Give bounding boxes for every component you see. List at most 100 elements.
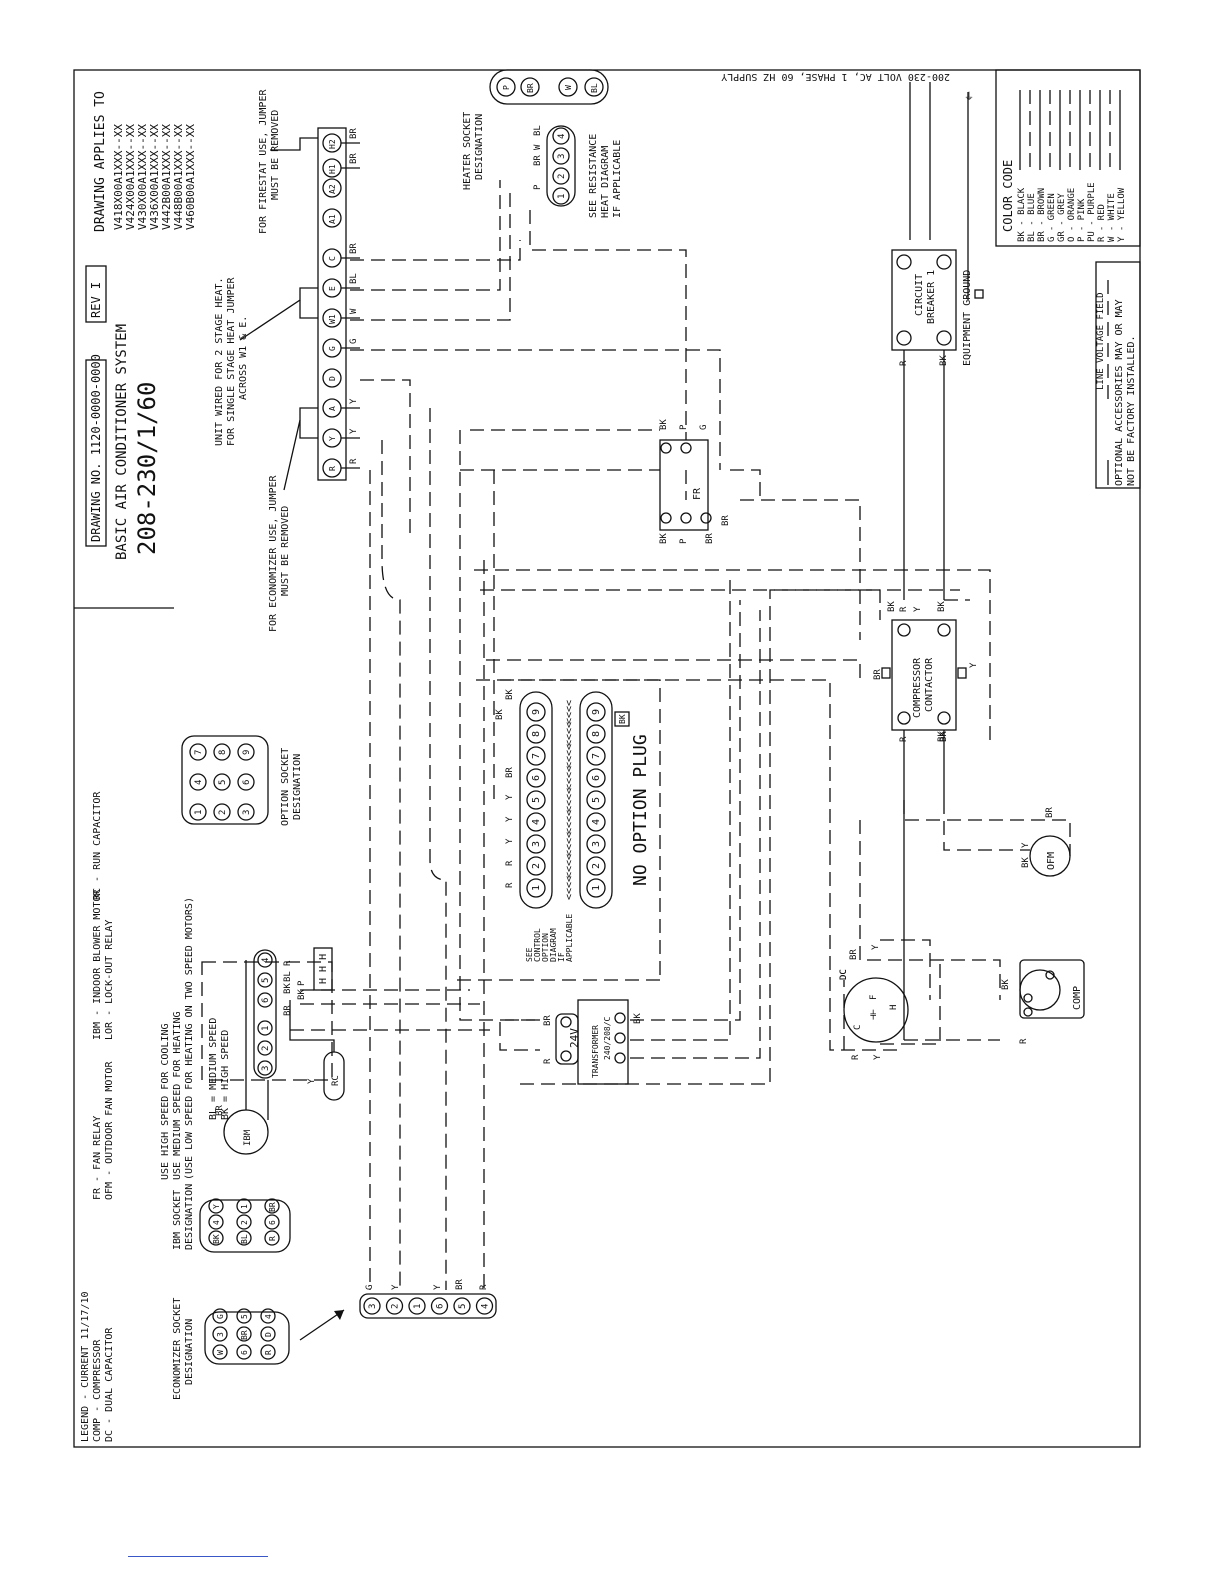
terminal-label: W1 [328, 314, 337, 324]
ibm-plug-pin [257, 1040, 273, 1056]
wire-label: BR [721, 515, 731, 526]
economizer-socket-pin [212, 1344, 228, 1360]
wire-label: Y [871, 944, 881, 950]
terminal-label: C [328, 256, 337, 261]
wire-label: R [899, 606, 909, 612]
option-socket-pin [237, 743, 255, 761]
option-plug-pin [526, 702, 546, 722]
wire-label: BR [543, 1015, 553, 1026]
economizer-plug-pin-label: 3 [368, 1304, 378, 1309]
wire-label: G [699, 425, 709, 430]
option-plug-pin [526, 724, 546, 744]
economizer-socket-pin-label: D [264, 1332, 273, 1337]
option-plug-pin [526, 790, 546, 810]
legend-item: OFM - OUTDOOR FAN MOTOR [104, 1061, 115, 1200]
wire-label: R [851, 1054, 861, 1060]
pin-arrows: <<<< [564, 766, 575, 790]
economizer-socket-note: DESIGNATION [184, 1319, 195, 1385]
option-socket-pin-label: 1 [194, 810, 204, 815]
legend-item: IBM - INDOOR BLOWER MOTOR [92, 889, 103, 1040]
compressor: COMP [1019, 959, 1085, 1019]
ibm-socket-pin [236, 1214, 252, 1230]
contactor-label: CONTACTOR [924, 657, 935, 712]
ibm-plug-pin [257, 952, 273, 968]
legend-item: RC - RUN CAPACITOR [92, 791, 103, 900]
option-plug-pin [526, 878, 546, 898]
color-code-row: R - RED [1097, 204, 1107, 242]
option-jumper-pin [586, 724, 606, 744]
wire-label: BK [633, 1013, 643, 1024]
terminal-label: Y [328, 436, 337, 441]
legend-item: DC - DUAL CAPACITOR [104, 1327, 115, 1442]
economizer-plug-pin-label: 4 [481, 1304, 491, 1309]
color-code-row: Y - YELLOW [1117, 187, 1127, 242]
breaker-label: BREAKER 1 [926, 270, 937, 324]
speed-note: USE HIGH SPEED FOR COOLING [160, 1023, 171, 1180]
pin-arrows: <<<< [564, 810, 575, 834]
economizer-plug-pin [430, 1297, 449, 1315]
color-code-row: O - ORANGE [1067, 188, 1077, 242]
option-jumper-pin [586, 790, 606, 810]
ibm-plug-pin [257, 1020, 273, 1036]
ibm-socket-pin-label: 1 [240, 1204, 249, 1209]
economizer-plug-pin-label: 6 [436, 1304, 446, 1309]
wire-label: BL [283, 971, 293, 982]
line-voltage-label: LINE VOLTAGE FIELD [1096, 292, 1106, 390]
color-code-row: W - WHITE [1107, 193, 1117, 242]
option-jumper-pin [586, 856, 606, 876]
fan-relay-label: FR [692, 487, 703, 500]
ibm-socket-note: IBM SOCKET [172, 1190, 183, 1250]
ibm-socket-pin [208, 1214, 224, 1230]
color-code-row: BK - BLACK [1017, 187, 1027, 242]
heater-socket-pin [584, 77, 604, 97]
model-item: V460B00A1XXX--XX [184, 124, 197, 230]
resistance-pin [552, 187, 570, 205]
resistance-pin-label: 4 [557, 134, 567, 139]
run-capacitor: RC [323, 1051, 345, 1101]
wire-label: BK [659, 533, 669, 544]
svg-text:H: H [889, 1005, 899, 1010]
drawing-number: DRAWING NO. 1120-0000-0000 [89, 354, 103, 542]
wire-label: BR [283, 1005, 293, 1016]
wire-label: Y [873, 1054, 883, 1060]
ibm-socket-note: DESIGNATION [184, 1184, 195, 1250]
terminal [322, 178, 342, 198]
pin-arrows: <<<< [564, 744, 575, 768]
option-jumper-pin [586, 812, 606, 832]
economizer-socket-pin [236, 1308, 252, 1324]
heater-socket-pin-label: W [564, 85, 573, 90]
heater-socket-note: HEATER SOCKET [462, 112, 473, 190]
speed-color: BL = MEDIUM SPEED [208, 1018, 219, 1120]
economizer-socket-pin-label: W [216, 1350, 225, 1355]
option-jumper-pin [586, 878, 606, 898]
option-socket-pin-label: 6 [242, 780, 252, 785]
option-plug-pin [526, 746, 546, 766]
option-jumper-pin-label: 4 [591, 819, 602, 825]
pin-arrows: <<<< [564, 700, 575, 724]
option-socket-pin-label: 2 [218, 810, 228, 815]
option-socket-pin [237, 773, 255, 791]
option-plug-pin-label: 2 [531, 863, 542, 869]
option-jumper-pin-label: 5 [591, 797, 602, 803]
sheet-border [73, 69, 1141, 1448]
ibm-socket-pin [236, 1198, 252, 1214]
option-socket-pin-label: 9 [242, 750, 252, 755]
revision: REV I [89, 282, 103, 318]
wire-label: G [349, 339, 359, 344]
speed-note: (USE LOW SPEED FOR HEATING ON TWO SPEED … [184, 897, 195, 1180]
wire-label: P [533, 184, 543, 190]
speed-color: BK = HIGH SPEED [220, 1030, 231, 1120]
wire-label: Y [505, 816, 515, 822]
contactor-label: COMPRESSOR [912, 657, 923, 718]
control-option-note: APPLICABLE [565, 914, 574, 962]
resistance-note: HEAT DIAGRAM [600, 146, 611, 218]
heater-socket-pin [496, 77, 516, 97]
ibm-socket-pin [264, 1214, 280, 1230]
optional-note: OPTIONAL ACCESSORIES MAY OR MAY [1114, 299, 1125, 486]
wire-label: R [899, 736, 909, 742]
